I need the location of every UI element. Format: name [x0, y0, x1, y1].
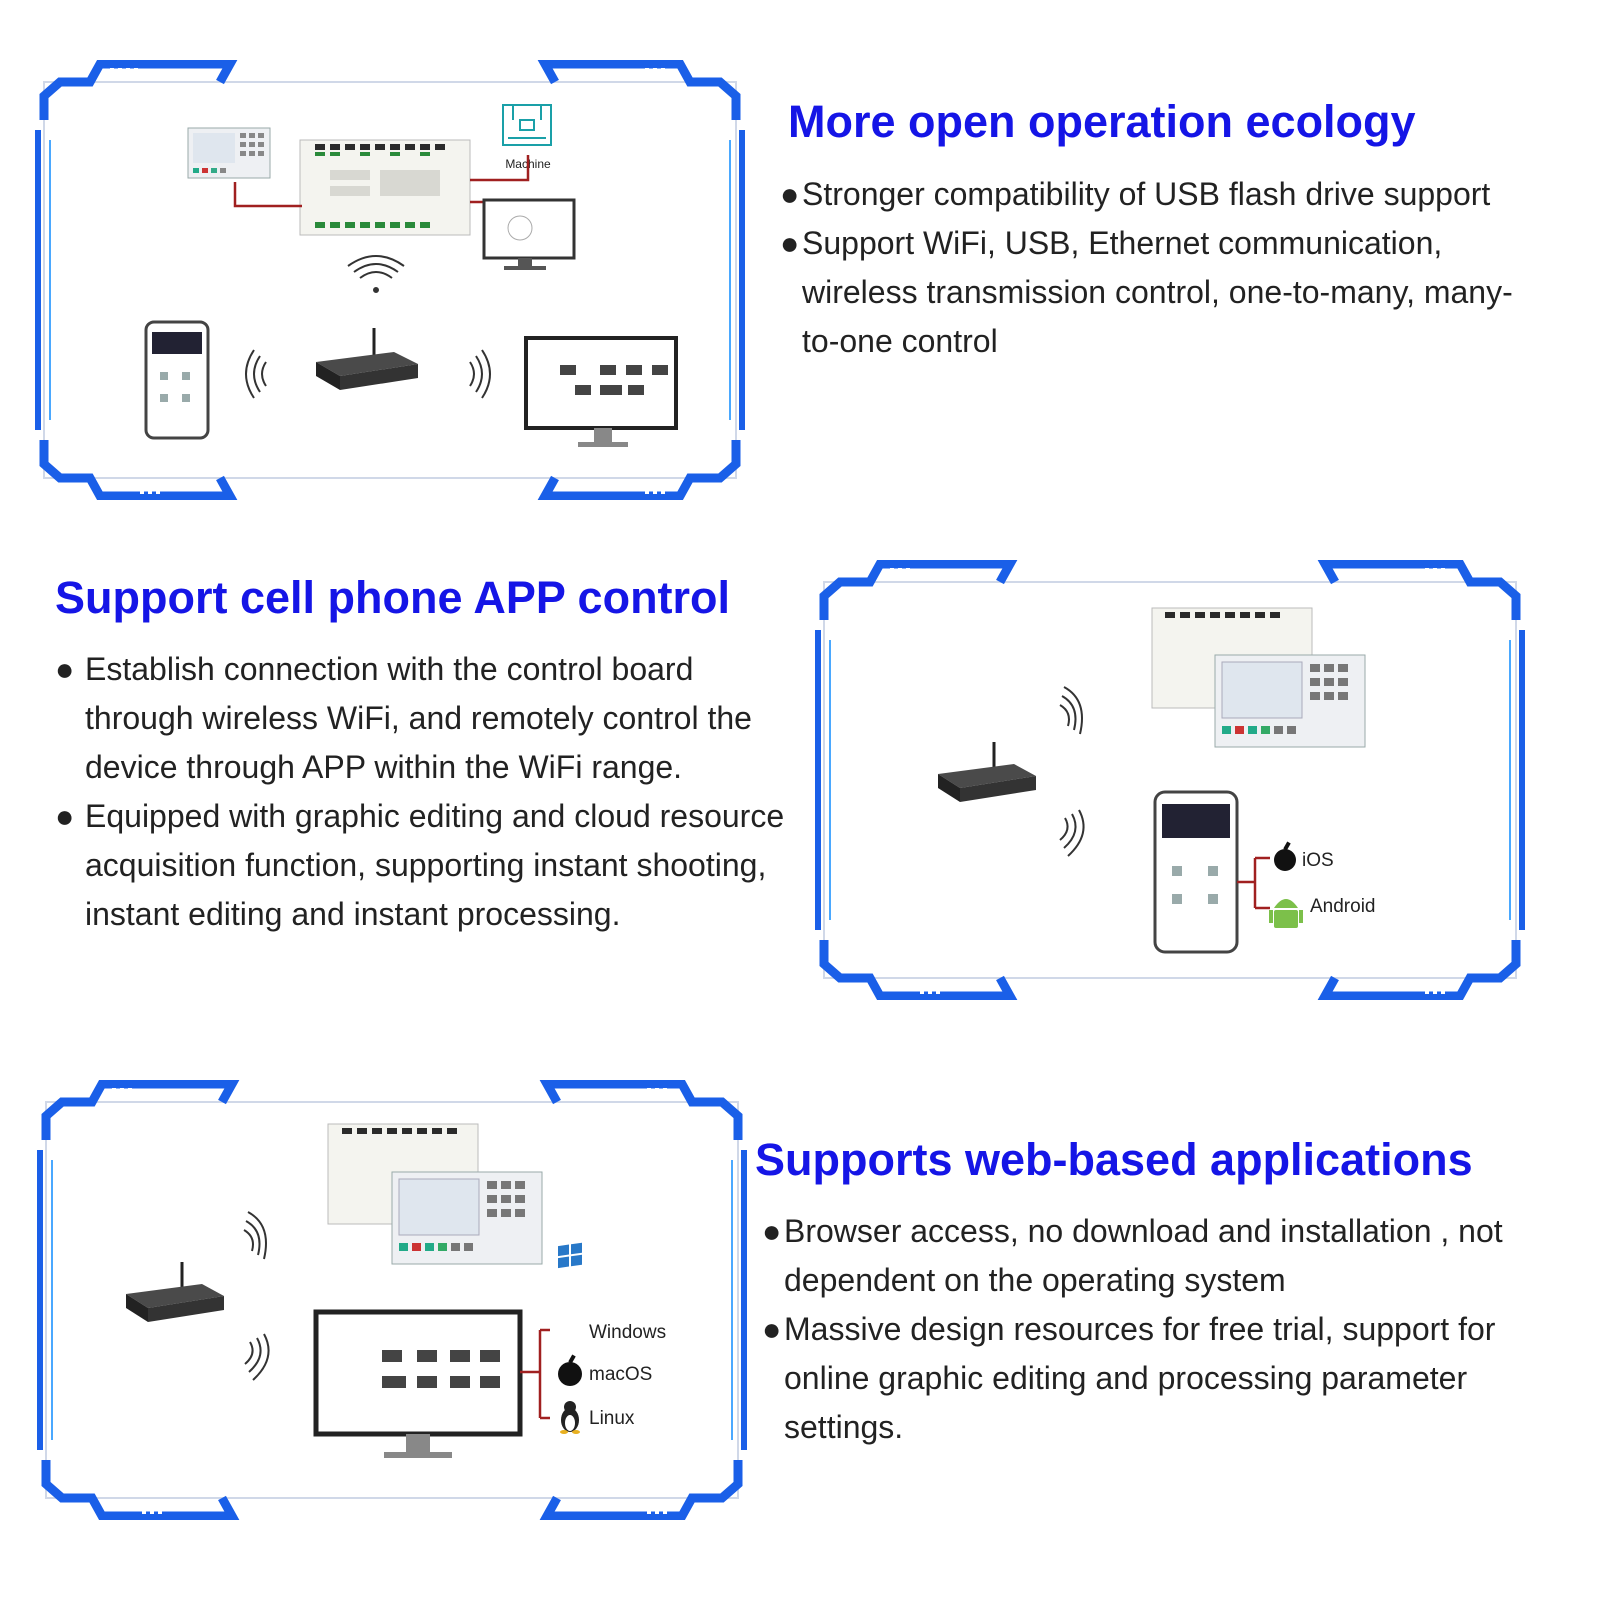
control-panel-icon — [1214, 654, 1366, 748]
section-heading-2: Support cell phone APP control — [55, 572, 731, 623]
bullet-item: ●Browser access, no download and install… — [762, 1207, 1532, 1305]
bullet-dot: ● — [780, 176, 800, 212]
bullet-dot: ● — [55, 651, 75, 687]
bullet-list-1: ●Stronger compatibility of USB flash dri… — [780, 170, 1540, 366]
linux-icon — [560, 1401, 580, 1434]
apple-icon — [1274, 841, 1296, 871]
signal-left-icon — [245, 349, 267, 399]
bullet-text: Stronger compatibility of USB flash driv… — [802, 176, 1491, 212]
control-panel-icon — [187, 127, 271, 179]
diagram-frame-2: iOS Android — [810, 560, 1530, 1000]
bullet-dot: ● — [55, 798, 75, 834]
monitor-icon-large — [313, 1309, 523, 1458]
bullet-dot: ● — [762, 1311, 782, 1347]
os-label-ios: iOS — [1302, 850, 1334, 871]
bullet-item: ●Stronger compatibility of USB flash dri… — [780, 170, 1540, 219]
wifi-icon — [347, 255, 405, 293]
router-icon — [316, 328, 418, 390]
signal-right-icon — [469, 349, 491, 399]
network-diagram-1: Machine — [144, 104, 678, 447]
bullet-item: ● Equipped with graphic editing and cloud… — [55, 792, 785, 939]
bullet-text: Browser access, no download and installa… — [784, 1213, 1503, 1298]
section-heading-1: More open operation ecology — [788, 96, 1416, 147]
phone-icon — [144, 320, 210, 440]
os-label-linux: Linux — [589, 1408, 635, 1429]
bullet-text: Establish connection with the control bo… — [85, 651, 752, 785]
network-diagram-3: Windows macOS Linux — [126, 1123, 666, 1458]
apple-icon — [558, 1354, 582, 1386]
controller-board-icon — [299, 139, 471, 236]
bullet-item: ●Massive design resources for free trial… — [762, 1305, 1532, 1452]
router-icon — [126, 1262, 224, 1322]
bullet-list-2: ● Establish connection with the control b… — [55, 645, 785, 939]
monitor-icon-small — [482, 198, 576, 270]
phone-icon — [1153, 790, 1239, 954]
router-icon — [938, 742, 1036, 802]
signal-upper-icon — [1059, 686, 1083, 735]
signal-lower-icon — [244, 1333, 270, 1381]
os-label-macos: macOS — [589, 1364, 652, 1385]
os-bracket — [1237, 856, 1270, 910]
diagram-frame-3: Windows macOS Linux — [32, 1080, 752, 1520]
os-bracket — [520, 1328, 550, 1420]
bullet-text: Massive design resources for free trial,… — [784, 1311, 1496, 1445]
diagram-frame-1: Machine — [30, 60, 750, 500]
android-icon — [1269, 899, 1303, 928]
bullet-item: ●Support WiFi, USB, Ethernet communicati… — [780, 219, 1540, 366]
signal-upper-icon — [243, 1211, 267, 1260]
section-heading-3: Supports web-based applications — [755, 1134, 1473, 1185]
bullet-item: ● Establish connection with the control b… — [55, 645, 785, 792]
control-panel-icon — [391, 1171, 543, 1265]
os-label-android: Android — [1310, 896, 1376, 917]
signal-lower-icon — [1059, 809, 1085, 857]
bullet-list-3: ●Browser access, no download and install… — [762, 1207, 1532, 1452]
bullet-dot: ● — [780, 225, 800, 261]
os-label-windows: Windows — [589, 1322, 666, 1343]
bullet-text: Support WiFi, USB, Ethernet communicatio… — [802, 225, 1513, 359]
monitor-icon-large — [524, 336, 678, 447]
bullet-text: Equipped with graphic editing and cloud … — [85, 798, 785, 932]
windows-icon — [558, 1242, 582, 1269]
bullet-dot: ● — [762, 1213, 782, 1249]
network-diagram-2: iOS Android — [938, 607, 1376, 954]
